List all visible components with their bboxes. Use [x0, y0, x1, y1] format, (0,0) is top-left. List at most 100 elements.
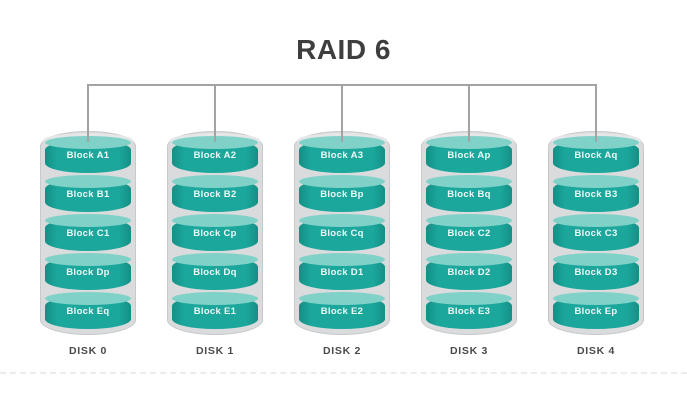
disk-cylinder: Block A1 Block B1 Block C1 Block Dp Block Eq — [40, 131, 136, 335]
block-platter: Block A1 — [45, 136, 131, 173]
block-platter: Block B1 — [45, 175, 131, 212]
platter-top-face — [426, 253, 512, 266]
block-label: Block A1 — [66, 150, 110, 161]
disk-unit-0: Block A1 Block B1 Block C1 Block Dp Block Eq… — [40, 84, 136, 357]
block-platter: Block Bp — [299, 175, 385, 212]
block-label: Block Ap — [447, 150, 491, 161]
block-label: Block Bq — [447, 189, 491, 200]
block-label: Block C2 — [447, 228, 491, 239]
block-platter: Block A3 — [299, 136, 385, 173]
block-platter: Block A2 — [172, 136, 258, 173]
block-platter: Block Cp — [172, 214, 258, 251]
block-label: Block D3 — [574, 267, 618, 278]
disk-label: DISK 3 — [449, 345, 489, 357]
block-label: Block Dp — [66, 267, 110, 278]
block-platter: Block C3 — [553, 214, 639, 251]
block-platter: Block Cq — [299, 214, 385, 251]
disk-cylinder: Block Aq Block B3 Block C3 Block D3 Block Ep — [548, 131, 644, 335]
block-platter: Block C1 — [45, 214, 131, 251]
platter-top-face — [172, 214, 258, 227]
block-platter: Block B2 — [172, 175, 258, 212]
block-label: Block E3 — [447, 306, 491, 317]
disk-connector-line — [214, 84, 216, 142]
block-label: Block Cp — [193, 228, 237, 239]
block-label: Block D1 — [320, 267, 364, 278]
block-label: Block Dq — [193, 267, 237, 278]
block-label: Block C3 — [574, 228, 618, 239]
platter-top-face — [45, 175, 131, 188]
disk-platters: Block A3 Block Bp Block Cq Block D1 Block E2 — [299, 136, 385, 329]
block-platter: Block Ap — [426, 136, 512, 173]
disk-label: DISK 2 — [322, 345, 362, 357]
disk-platters: Block A1 Block B1 Block C1 Block Dp Block Eq — [45, 136, 131, 329]
platter-top-face — [426, 175, 512, 188]
disk-unit-1: Block A2 Block B2 Block Cp Block Dq Block E1… — [167, 84, 263, 357]
block-label: Block B1 — [66, 189, 110, 200]
disk-label: DISK 0 — [68, 345, 108, 357]
disk-cylinder: Block A3 Block Bp Block Cq Block D1 Block E2 — [294, 131, 390, 335]
block-label: Block D2 — [447, 267, 491, 278]
platter-top-face — [45, 136, 131, 149]
block-platter: Block E1 — [172, 292, 258, 329]
bottom-divider — [0, 372, 687, 374]
block-label: Block Ep — [574, 306, 618, 317]
block-label: Block Eq — [66, 306, 110, 317]
platter-top-face — [299, 253, 385, 266]
platter-top-face — [553, 292, 639, 305]
block-label: Block A3 — [320, 150, 364, 161]
block-platter: Block Eq — [45, 292, 131, 329]
disk-label: DISK 1 — [195, 345, 235, 357]
platter-top-face — [426, 292, 512, 305]
block-platter: Block Dp — [45, 253, 131, 290]
disk-connector-line — [341, 84, 343, 142]
disk-platters: Block Aq Block B3 Block C3 Block D3 Block Ep — [553, 136, 639, 329]
block-platter: Block Dq — [172, 253, 258, 290]
disk-connector-line — [468, 84, 470, 142]
block-platter: Block Ep — [553, 292, 639, 329]
disk-unit-4: Block Aq Block B3 Block C3 Block D3 Block Ep… — [548, 84, 644, 357]
platter-top-face — [553, 214, 639, 227]
block-label: Block E2 — [320, 306, 364, 317]
block-label: Block C1 — [66, 228, 110, 239]
platter-top-face — [553, 136, 639, 149]
platter-top-face — [426, 214, 512, 227]
platter-top-face — [45, 214, 131, 227]
block-label: Block Bp — [320, 189, 364, 200]
disks-row: Block A1 Block B1 Block C1 Block Dp Block Eq… — [40, 84, 644, 357]
disk-unit-3: Block Ap Block Bq Block C2 Block D2 Block E3… — [421, 84, 517, 357]
block-platter: Block C2 — [426, 214, 512, 251]
block-platter: Block D3 — [553, 253, 639, 290]
page-title: RAID 6 — [296, 34, 391, 65]
platter-top-face — [553, 175, 639, 188]
block-label: Block Cq — [320, 228, 364, 239]
disk-unit-2: Block A3 Block Bp Block Cq Block D1 Block E2… — [294, 84, 390, 357]
platter-top-face — [45, 292, 131, 305]
block-platter: Block Aq — [553, 136, 639, 173]
disk-connector-line — [87, 84, 89, 142]
block-label: Block B3 — [574, 189, 618, 200]
platter-top-face — [299, 175, 385, 188]
block-label: Block Aq — [574, 150, 618, 161]
block-platter: Block E3 — [426, 292, 512, 329]
platter-top-face — [553, 253, 639, 266]
disk-cylinder: Block A2 Block B2 Block Cp Block Dq Block E1 — [167, 131, 263, 335]
platter-top-face — [172, 175, 258, 188]
block-platter: Block E2 — [299, 292, 385, 329]
platter-top-face — [299, 292, 385, 305]
platter-top-face — [172, 292, 258, 305]
block-label: Block E1 — [193, 306, 237, 317]
disk-cylinder: Block Ap Block Bq Block C2 Block D2 Block E3 — [421, 131, 517, 335]
disk-platters: Block A2 Block B2 Block Cp Block Dq Block E1 — [172, 136, 258, 329]
platter-top-face — [172, 136, 258, 149]
disk-platters: Block Ap Block Bq Block C2 Block D2 Block E3 — [426, 136, 512, 329]
platter-top-face — [45, 253, 131, 266]
disk-connector-line — [595, 84, 597, 142]
platter-top-face — [172, 253, 258, 266]
block-label: Block A2 — [193, 150, 237, 161]
platter-top-face — [299, 136, 385, 149]
block-platter: Block Bq — [426, 175, 512, 212]
block-platter: Block D1 — [299, 253, 385, 290]
platter-top-face — [299, 214, 385, 227]
disk-label: DISK 4 — [576, 345, 616, 357]
